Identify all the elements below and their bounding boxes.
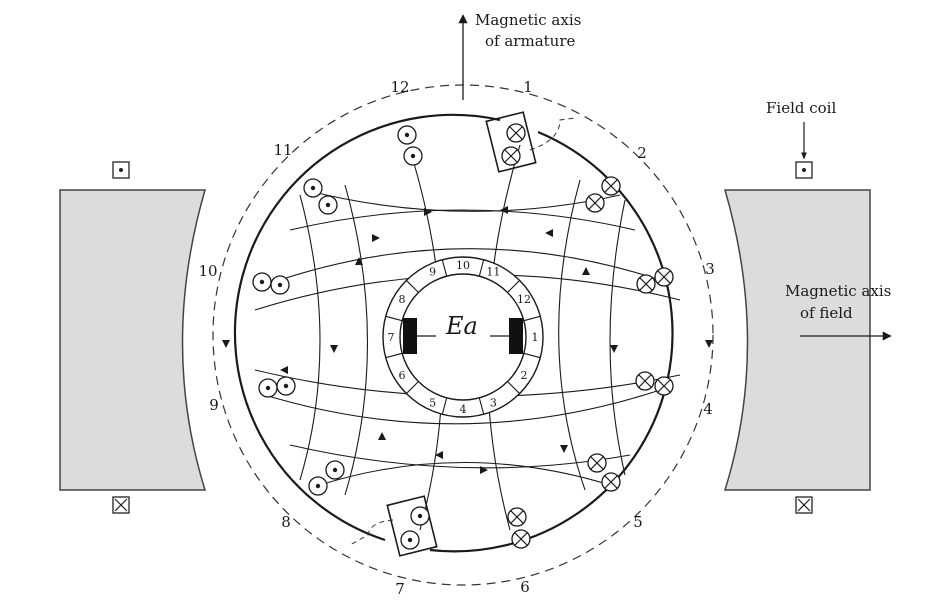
commutator-divider xyxy=(406,280,419,293)
left-pole-shoe xyxy=(59,189,207,491)
conductor-dot-icon xyxy=(270,275,290,295)
commutator-divider xyxy=(507,280,520,293)
commutator-segment-label: 10 xyxy=(456,259,470,272)
conductor-cross-icon xyxy=(654,376,674,396)
field-coil-cross-left-icon xyxy=(112,496,130,514)
commutator-segment-label: 8 xyxy=(398,293,405,306)
commutator-divider xyxy=(385,315,403,322)
slot-number-label: 12 xyxy=(390,78,409,96)
commutator-segment-label: 3 xyxy=(490,396,497,409)
commutator-divider xyxy=(523,315,541,322)
commutator-segment-label: 7 xyxy=(388,331,395,344)
dashed-connection-circle xyxy=(212,84,714,586)
armature-axis-label-line2: of armature xyxy=(485,32,575,50)
conductor-cross-icon xyxy=(507,507,527,527)
commutator-divider xyxy=(507,381,520,394)
armature-conductors xyxy=(252,123,674,550)
top-slot-box xyxy=(485,111,537,173)
slot-number-label: 6 xyxy=(520,578,530,596)
commutator-segment-label: 6 xyxy=(398,369,405,382)
slot-number-label: 3 xyxy=(705,260,715,278)
conductor-dot-icon xyxy=(397,125,417,145)
conductor-dot-icon xyxy=(276,376,296,396)
slot-number-label: 10 xyxy=(198,262,217,280)
conductor-cross-icon xyxy=(654,267,674,287)
commutator-segment-label: 4 xyxy=(460,403,467,416)
right-pole-shoe xyxy=(723,189,871,491)
rotor-outline-left xyxy=(233,113,501,542)
bottom-slot-box xyxy=(386,495,438,557)
flux-arrowheads xyxy=(222,206,713,474)
commutator-divider xyxy=(523,352,541,359)
commutator-divider xyxy=(441,259,448,277)
slot-number-label: 4 xyxy=(703,400,713,418)
commutator-divider xyxy=(406,381,419,394)
top-slot-dashed-connector xyxy=(529,117,576,151)
conductor-cross-icon xyxy=(635,371,655,391)
commutator-divider xyxy=(385,352,403,359)
conductor-cross-icon xyxy=(501,146,521,166)
right-brush xyxy=(509,318,523,354)
conductor-dot-icon xyxy=(303,178,323,198)
conductor-dot-icon xyxy=(325,460,345,480)
armature-axis-label-line1: Magnetic axis xyxy=(475,11,581,29)
bottom-slot-dashed-connector xyxy=(349,519,394,546)
slot-number-label: 7 xyxy=(395,580,405,598)
conductor-dot-icon xyxy=(308,476,328,496)
commutator-divider xyxy=(478,397,485,415)
field-coil-label: Field coil xyxy=(766,99,836,117)
commutator-segment-label: 1 xyxy=(532,331,539,344)
commutator-segment-label: 11 xyxy=(486,266,500,279)
slot-number-label: 9 xyxy=(209,396,219,414)
slot-number-label: 1 xyxy=(523,78,533,96)
commutator-divider xyxy=(478,259,485,277)
conductor-cross-icon xyxy=(506,123,526,143)
slot-number-label: 5 xyxy=(633,513,643,531)
field-coil-cross-right-icon xyxy=(795,496,813,514)
conductor-dot-icon xyxy=(403,146,423,166)
slot-number-label: 8 xyxy=(281,513,291,531)
conductor-cross-icon xyxy=(601,472,621,492)
field-coil-dot-right-icon xyxy=(795,161,813,179)
commutator-segment-label: 5 xyxy=(429,396,436,409)
conductor-dot-icon xyxy=(318,195,338,215)
conductor-dot-icon xyxy=(258,378,278,398)
commutator-segment-dividers xyxy=(385,259,541,415)
conductor-cross-icon xyxy=(601,176,621,196)
ea-label: Ea xyxy=(445,312,478,340)
conductor-cross-icon xyxy=(511,529,531,549)
field-axis-label-line1: Magnetic axis xyxy=(785,282,891,300)
conductor-cross-icon xyxy=(636,274,656,294)
conductor-dot-icon xyxy=(410,506,430,526)
commutator-segment-label: 9 xyxy=(429,266,436,279)
commutator-segment-label: 2 xyxy=(521,369,528,382)
field-coil-dot-left-icon xyxy=(112,161,130,179)
slot-number-label: 2 xyxy=(637,144,647,162)
conductor-dot-icon xyxy=(252,272,272,292)
conductor-cross-icon xyxy=(585,193,605,213)
conductor-cross-icon xyxy=(587,453,607,473)
commutator-segment-label: 12 xyxy=(517,293,531,306)
commutator-inner-ring xyxy=(399,273,527,401)
left-brush xyxy=(403,318,417,354)
conductor-dot-icon xyxy=(400,530,420,550)
slot-number-label: 11 xyxy=(273,141,292,159)
commutator-divider xyxy=(441,397,448,415)
field-axis-label-line2: of field xyxy=(800,304,853,322)
